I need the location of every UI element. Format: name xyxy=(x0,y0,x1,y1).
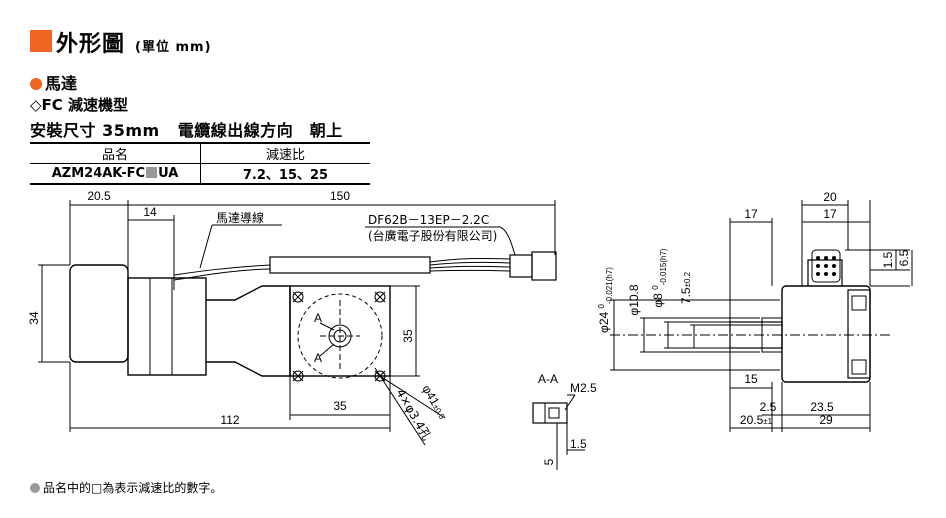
col-product: 品名 xyxy=(30,143,201,164)
section-mark-a-bottom: A xyxy=(314,351,322,365)
unit-label: (單位 mm) xyxy=(135,40,212,55)
footnote: 品名中的□為表示減速比的數字。 xyxy=(30,479,222,496)
footnote-bullet-icon xyxy=(30,483,40,493)
end-dim-20-5: 20.5±1 xyxy=(740,413,773,427)
section-mark-a-top: A xyxy=(314,311,322,325)
title-marker xyxy=(30,30,52,52)
end-dim-29: 29 xyxy=(819,413,833,427)
phi10-8-label: φ10.8 xyxy=(627,284,641,315)
section-dim-5: 5 xyxy=(542,458,556,465)
end-dim-15: 15 xyxy=(744,372,758,386)
dim-7-5-label: 7.5±0.2 xyxy=(679,271,693,304)
bullet-icon xyxy=(30,78,42,90)
mount-size: 安裝尺寸 35mm xyxy=(30,121,160,140)
dim-14-label: 14 xyxy=(143,205,157,219)
end-dim-23-5: 23.5 xyxy=(810,400,834,414)
phi8-label: φ8 0-0.015(h7) xyxy=(651,248,668,308)
col-ratio: 減速比 xyxy=(200,143,370,164)
dim-34-label: 34 xyxy=(27,311,41,325)
m2-5-label: M2.5 xyxy=(570,381,597,395)
type-heading: ◇FC 減速機型 xyxy=(30,96,129,114)
dim-20-5-label: 20.5 xyxy=(87,189,111,203)
motor-lead-label: 馬達導線 xyxy=(216,210,264,225)
dim-35-horizontal-label: 35 xyxy=(333,399,347,413)
mount-heading: 安裝尺寸 35mm 電纜線出線方向 朝上 xyxy=(30,117,343,141)
dim-150-label: 150 xyxy=(330,189,350,203)
end-dim-6-5: 6.5 xyxy=(897,249,911,266)
end-dim-20: 20 xyxy=(823,190,837,204)
section-heading: 馬達 xyxy=(30,70,77,94)
end-dim-17-right: 17 xyxy=(823,207,837,221)
end-dim-2-5: 2.5 xyxy=(760,400,777,414)
page-title: 外形圖(單位 mm) xyxy=(56,32,212,57)
connector-part-label: DF62B－13EP－2.2C xyxy=(368,213,489,227)
section-dim-1-5: 1.5 xyxy=(570,437,587,451)
ratio-values: 7.2、15、25 xyxy=(200,163,370,184)
phi24-label: φ24 0-0.021(h7) xyxy=(597,267,614,333)
dim-112-label: 112 xyxy=(220,413,239,427)
phi41-label: φ41±0.5 xyxy=(419,383,450,422)
end-dim-1-5: 1.5 xyxy=(881,251,895,268)
cable-direction: 電纜線出線方向 朝上 xyxy=(177,121,343,140)
end-dim-17-left: 17 xyxy=(744,207,758,221)
connector-maker-label: (台廣電子股份有限公司) xyxy=(368,228,497,243)
dim-35-vertical-label: 35 xyxy=(401,329,415,343)
placeholder-square-icon xyxy=(146,167,158,178)
section-title: A-A xyxy=(538,372,558,386)
